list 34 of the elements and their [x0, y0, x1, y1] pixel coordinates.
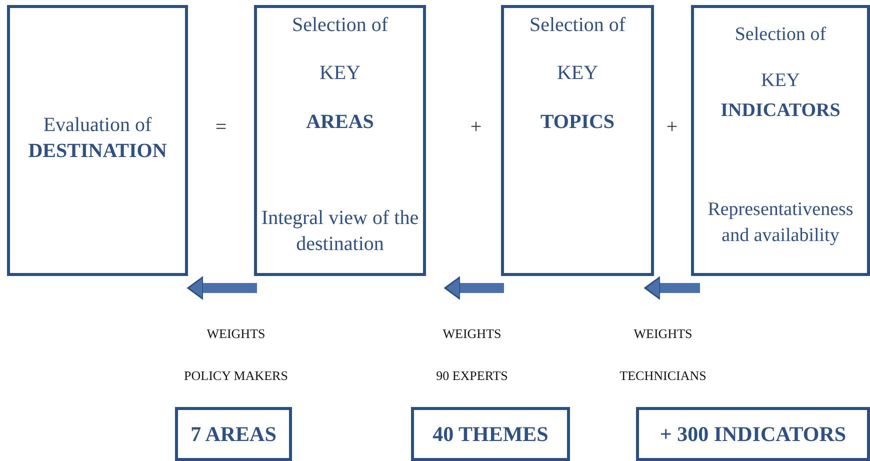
result-box — [175, 407, 292, 461]
operator-sign: + — [470, 116, 482, 139]
box-text: KEY — [556, 61, 600, 86]
box-text: KEY — [760, 69, 802, 93]
block-arrow — [187, 276, 257, 300]
box-text: Representativeness and availability — [706, 198, 854, 248]
concept-box — [691, 5, 870, 276]
annotation-text: 90 EXPERTS — [436, 368, 508, 384]
box-text: Selection of — [290, 13, 390, 38]
result-text: 7 AREAS — [190, 420, 278, 448]
concept-box — [254, 5, 426, 276]
box-text: Selection of — [528, 13, 627, 38]
result-box — [636, 407, 870, 461]
annotation-text: WEIGHTS — [442, 326, 502, 342]
concept-box — [501, 5, 654, 276]
annotation-text: POLICY MAKERS — [184, 368, 288, 384]
box-text: Integral view of the destination — [261, 206, 419, 257]
concept-box — [7, 5, 188, 276]
annotation-text: WEIGHTS — [206, 326, 266, 342]
result-text: 40 THEMES — [432, 420, 550, 448]
box-text: AREAS — [305, 110, 375, 135]
annotation-text: TECHNICIANS — [620, 368, 706, 384]
block-arrow — [444, 276, 504, 300]
operator-sign: + — [666, 116, 678, 139]
box-text: Selection of — [734, 23, 828, 47]
operator-sign: = — [215, 116, 227, 139]
result-box — [411, 407, 570, 461]
box-text: KEY — [318, 61, 362, 86]
block-arrow — [644, 276, 700, 300]
box-text: Evaluation of DESTINATION — [27, 113, 168, 164]
box-text: INDICATORS — [720, 99, 842, 123]
annotation-text: WEIGHTS — [634, 326, 692, 342]
result-text: + 300 INDICATORS — [658, 420, 848, 448]
box-text: TOPICS — [539, 110, 616, 135]
